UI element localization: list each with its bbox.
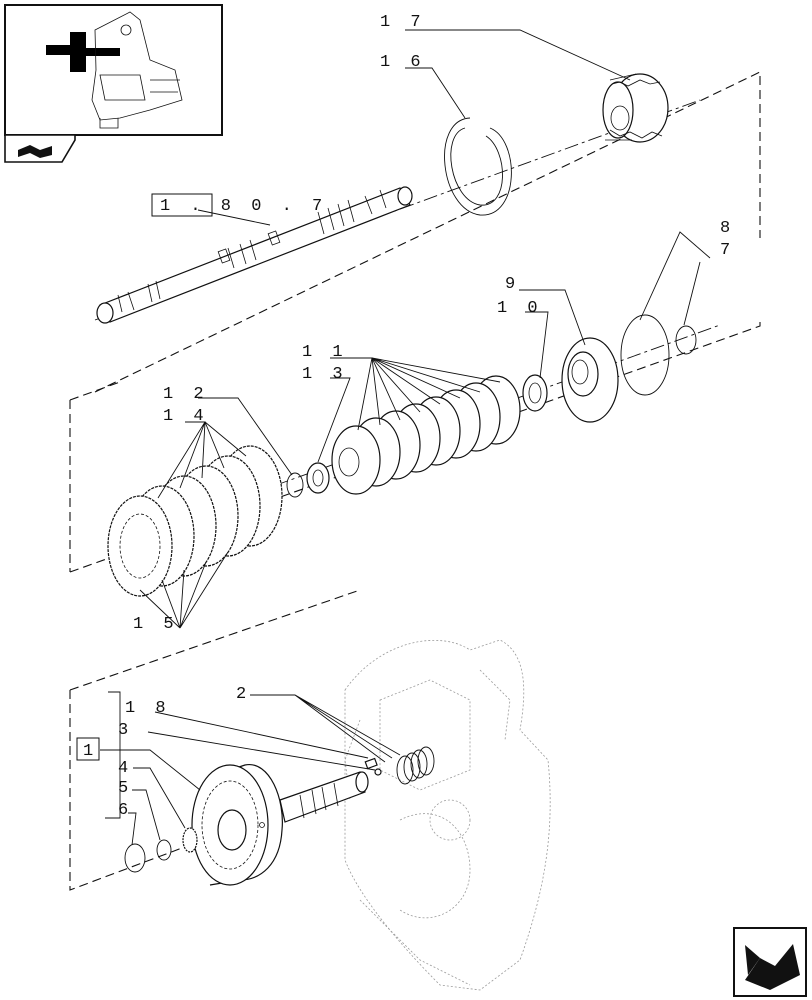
part-7-o-ring (675, 325, 697, 355)
part-10-washer (522, 374, 548, 412)
callout-5: 5 (118, 779, 133, 798)
part-8-seal-ring (620, 314, 670, 396)
part-4-gear (182, 827, 198, 853)
callout-4: 4 (118, 759, 133, 778)
callout-9: 9 (505, 275, 520, 294)
part-14-15-friction-plates (107, 445, 283, 597)
book-icon (18, 145, 52, 158)
assembly-location-thumbnail[interactable] (4, 4, 223, 136)
part-6-snap-ring (124, 843, 146, 873)
callout-7: 7 (720, 241, 735, 260)
callout-6: 6 (118, 801, 133, 820)
callout-18: 1 8 (125, 699, 171, 718)
callout-1-box (76, 737, 100, 761)
callout-ref-group[interactable]: 1 . 8 0 . 7 (160, 197, 327, 216)
part-9-piston (561, 337, 619, 423)
part-2-springs (396, 746, 435, 785)
callout-12: 1 2 (163, 385, 209, 404)
part-12-snap-ring (286, 472, 304, 498)
callout-2: 2 (236, 685, 251, 704)
callout-15: 1 5 (133, 615, 179, 634)
callout-1[interactable]: 1 (83, 742, 98, 761)
part-5-washer (156, 839, 172, 861)
callout-3: 3 (118, 721, 133, 740)
book-icon-tab[interactable] (4, 134, 76, 163)
next-page-arrow-button[interactable] (733, 927, 807, 997)
part-16-snap-ring (444, 117, 512, 216)
part-11-13-disc-stack (331, 375, 521, 495)
part-18-pin (364, 757, 378, 770)
callout-8: 8 (720, 219, 735, 238)
leader-lines (100, 29, 711, 846)
ref-group-box (151, 193, 213, 217)
callout-14: 1 4 (163, 407, 209, 426)
shaft-assembly (96, 186, 413, 324)
part-3-ball (374, 768, 382, 776)
callout-16: 1 6 (380, 53, 426, 72)
callout-10: 1 0 (497, 299, 543, 318)
callout-11: 1 1 (302, 343, 348, 362)
next-page-arrow-icon (745, 944, 800, 990)
part-17-splined-hub (602, 73, 669, 143)
transmission-housing-outline (344, 639, 551, 991)
callout-13: 1 3 (302, 365, 348, 384)
part-13-thrust-washer (306, 462, 330, 494)
callout-17: 1 7 (380, 13, 426, 32)
part-1-clutch-drum (191, 764, 369, 886)
